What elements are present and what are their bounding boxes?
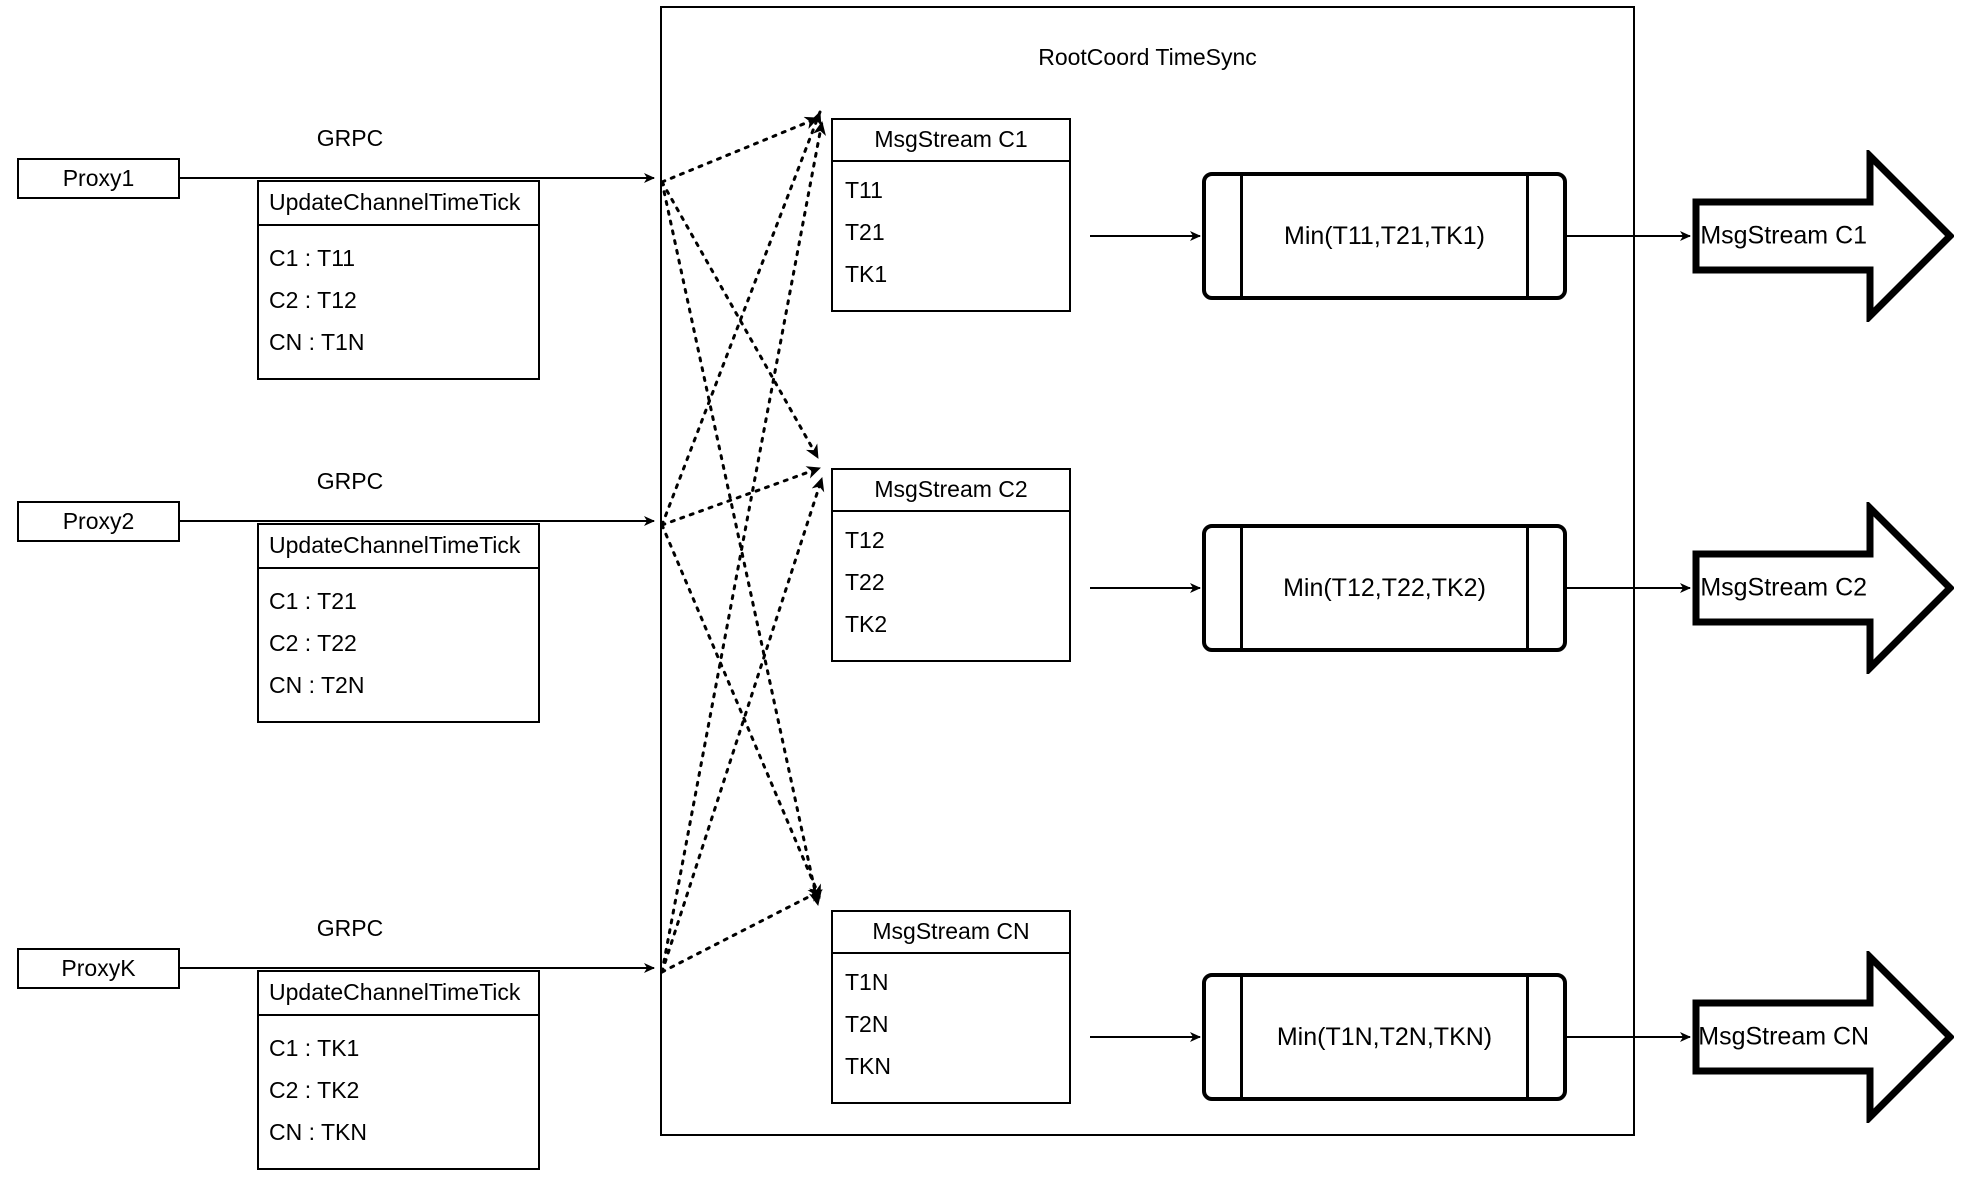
update-channel-timetick-box-k: UpdateChannelTimeTick C1 : TK1 C2 : TK2 …	[257, 970, 540, 1170]
uct-row: C2 : T12	[269, 287, 357, 313]
min-process-box-c1: Min(T11,T21,TK1)	[1202, 172, 1567, 300]
proxy-box-2[interactable]: Proxy2	[17, 501, 180, 542]
output-label-c1: MsgStream C1	[1700, 221, 1868, 250]
msgstream-row: T1N	[845, 969, 889, 995]
grpc-label-k: GRPC	[316, 915, 384, 941]
msgstream-row: TKN	[845, 1053, 891, 1079]
msgstream-body-c2: T12 T22 TK2	[833, 512, 1069, 660]
msgstream-box-cn: MsgStream CN T1N T2N TKN	[831, 910, 1071, 1104]
output-block-arrow-c2: MsgStream C2	[1692, 502, 1954, 674]
process-bar-right	[1526, 176, 1529, 296]
msgstream-row: TK2	[845, 611, 888, 637]
process-bar-right	[1526, 528, 1529, 648]
proxy-box-k[interactable]: ProxyK	[17, 948, 180, 989]
proxy-box-1[interactable]: Proxy1	[17, 158, 180, 199]
process-bar-left	[1240, 528, 1243, 648]
grpc-label-2: GRPC	[316, 468, 384, 494]
uct-title-1: UpdateChannelTimeTick	[259, 182, 538, 226]
uct-row: C1 : T11	[269, 245, 356, 271]
msgstream-row: T21	[845, 219, 885, 245]
uct-row: CN : T2N	[269, 672, 365, 698]
msgstream-row: T11	[845, 177, 883, 203]
uct-title-2: UpdateChannelTimeTick	[259, 525, 538, 569]
uct-row: C1 : TK1	[269, 1035, 360, 1061]
uct-row: C2 : TK2	[269, 1077, 360, 1103]
uct-title-k: UpdateChannelTimeTick	[259, 972, 538, 1016]
process-bar-right	[1526, 977, 1529, 1097]
rootcoord-timesync-container	[660, 6, 1635, 1136]
msgstream-title-c1: MsgStream C1	[833, 120, 1069, 162]
uct-body-2: C1 : T21 C2 : T22 CN : T2N	[259, 569, 538, 721]
uct-row: CN : T1N	[269, 329, 365, 355]
msgstream-body-cn: T1N T2N TKN	[833, 954, 1069, 1102]
proxy-label-1: Proxy1	[62, 165, 135, 191]
msgstream-row: T12	[845, 527, 885, 553]
rootcoord-timesync-title: RootCoord TimeSync	[1038, 44, 1257, 70]
min-label-c1: Min(T11,T21,TK1)	[1284, 221, 1485, 250]
uct-row: C1 : T21	[269, 588, 357, 614]
process-bar-left	[1240, 176, 1243, 296]
min-label-c2: Min(T12,T22,TK2)	[1283, 573, 1486, 602]
uct-body-k: C1 : TK1 C2 : TK2 CN : TKN	[259, 1016, 538, 1168]
msgstream-box-c2: MsgStream C2 T12 T22 TK2	[831, 468, 1071, 662]
grpc-label-1: GRPC	[316, 125, 384, 151]
msgstream-body-c1: T11 T21 TK1	[833, 162, 1069, 310]
msgstream-row: T22	[845, 569, 885, 595]
uct-row: CN : TKN	[269, 1119, 367, 1145]
min-process-box-cn: Min(T1N,T2N,TKN)	[1202, 973, 1567, 1101]
min-label-cn: Min(T1N,T2N,TKN)	[1276, 1022, 1493, 1051]
msgstream-title-cn: MsgStream CN	[833, 912, 1069, 954]
output-block-arrow-cn: MsgStream CN	[1692, 951, 1954, 1123]
output-block-arrow-c1: MsgStream C1	[1692, 150, 1954, 322]
output-label-cn: MsgStream CN	[1698, 1022, 1870, 1051]
msgstream-row: TK1	[845, 261, 888, 287]
msgstream-box-c1: MsgStream C1 T11 T21 TK1	[831, 118, 1071, 312]
update-channel-timetick-box-1: UpdateChannelTimeTick C1 : T11 C2 : T12 …	[257, 180, 540, 380]
min-process-box-c2: Min(T12,T22,TK2)	[1202, 524, 1567, 652]
output-label-c2: MsgStream C2	[1700, 573, 1868, 602]
process-bar-left	[1240, 977, 1243, 1097]
update-channel-timetick-box-2: UpdateChannelTimeTick C1 : T21 C2 : T22 …	[257, 523, 540, 723]
proxy-label-k: ProxyK	[61, 955, 136, 981]
msgstream-row: T2N	[845, 1011, 889, 1037]
uct-body-1: C1 : T11 C2 : T12 CN : T1N	[259, 226, 538, 378]
proxy-label-2: Proxy2	[62, 508, 135, 534]
uct-row: C2 : T22	[269, 630, 357, 656]
msgstream-title-c2: MsgStream C2	[833, 470, 1069, 512]
